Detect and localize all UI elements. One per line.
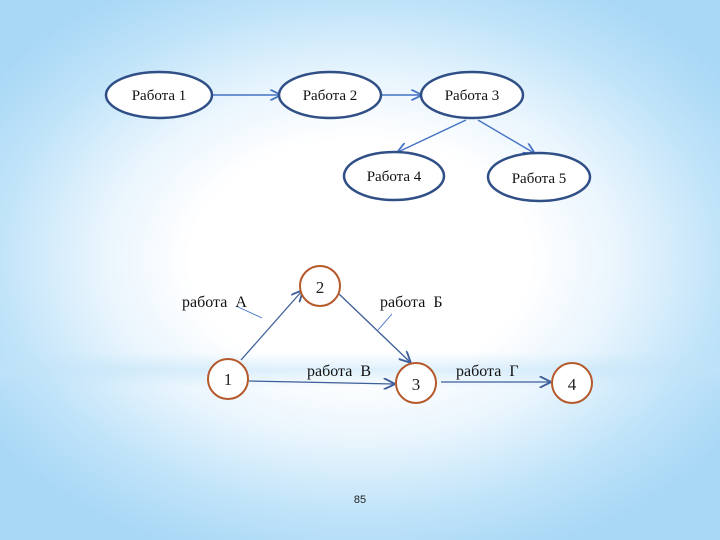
arrow-3-4 xyxy=(398,119,467,152)
node-work-5: Работа 5 xyxy=(486,151,592,203)
node-work-4: Работа 4 xyxy=(342,150,446,202)
node-work-4-label: Работа 4 xyxy=(367,169,422,185)
event-node-3-label: 3 xyxy=(412,375,421,394)
edge-label-g: работа Г xyxy=(456,363,519,380)
edge-1-3 xyxy=(248,381,394,384)
node-work-1: Работа 1 xyxy=(104,70,214,120)
node-work-5-label: Работа 5 xyxy=(512,171,567,187)
event-node-2-label: 2 xyxy=(316,278,325,297)
node-work-3-label: Работа 3 xyxy=(445,88,500,104)
edge-1-2 xyxy=(240,291,302,361)
node-work-2: Работа 2 xyxy=(277,70,383,120)
node-work-2-label: Работа 2 xyxy=(303,88,358,104)
event-node-4: 4 xyxy=(551,362,593,404)
event-node-4-label: 4 xyxy=(568,375,577,394)
node-work-3: Работа 3 xyxy=(419,70,525,120)
top-diagram: Работа 1 Работа 2 Работа 3 Работа 4 Рабо… xyxy=(104,70,592,203)
network-diagram: работа А работа Б работа В работа Г 1 2 … xyxy=(182,265,593,404)
event-node-2: 2 xyxy=(299,265,341,307)
event-node-3: 3 xyxy=(395,362,437,404)
edge-label-v: работа В xyxy=(307,363,371,380)
leader-line-a xyxy=(235,305,263,319)
leader-line-b xyxy=(377,313,393,331)
edge-2-3 xyxy=(337,292,410,362)
edge-label-a: работа А xyxy=(182,294,247,311)
event-node-1: 1 xyxy=(207,358,249,400)
edge-label-b: работа Б xyxy=(380,294,443,311)
page-number: 85 xyxy=(353,494,367,506)
background-band xyxy=(0,352,720,388)
event-node-1-label: 1 xyxy=(224,370,233,389)
arrow-3-5 xyxy=(477,119,534,153)
node-work-1-label: Работа 1 xyxy=(132,88,187,104)
